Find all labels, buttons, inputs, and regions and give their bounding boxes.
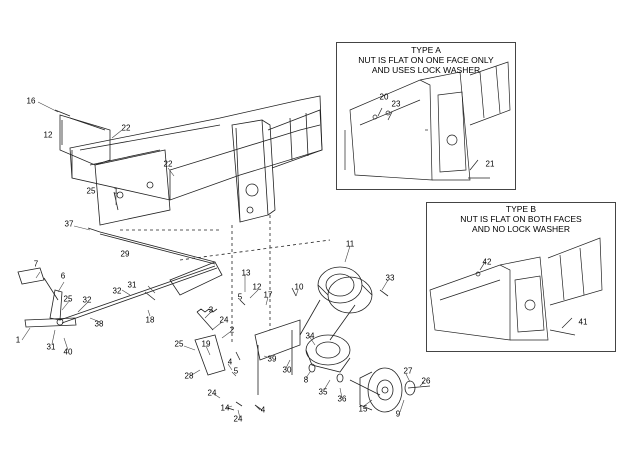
type-a-title: TYPE A (411, 45, 441, 55)
callout-label: 31 (46, 342, 56, 352)
callout-label: 23 (391, 99, 401, 109)
callout-label: 24 (207, 388, 217, 398)
callout-label: 30 (282, 365, 292, 375)
callout-label: 34 (305, 331, 315, 341)
callout-label: 21 (485, 159, 495, 169)
type-b-drawing (429, 237, 603, 341)
callout-label: 17 (263, 290, 273, 300)
type-a-line2: AND USES LOCK WASHER (371, 65, 481, 75)
callout-label: 27 (403, 366, 413, 376)
callout-label: 5 (237, 292, 243, 302)
callout-label: 2 (229, 325, 235, 335)
callout-label: 20 (379, 92, 389, 102)
callout-label: 22 (121, 123, 131, 133)
callout-label: 41 (578, 317, 588, 327)
type-b-title: TYPE B (505, 204, 537, 214)
callout-label: 15 (358, 404, 368, 414)
callout-label: 28 (184, 371, 194, 381)
callout-label: 8 (303, 375, 309, 385)
callout-label: 14 (220, 403, 230, 413)
callout-label: 10 (294, 282, 304, 292)
callout-label: 6 (60, 271, 66, 281)
type-b-panel: TYPE B NUT IS FLAT ON BOTH FACES AND NO … (426, 202, 616, 352)
linkage (17, 231, 301, 395)
hardware (54, 109, 389, 411)
callout-label: 26 (421, 376, 431, 386)
callout-label: 39 (267, 354, 277, 364)
callout-label: 18 (145, 315, 155, 325)
callout-label: 42 (482, 257, 492, 267)
callout-label: 24 (233, 414, 243, 424)
type-a-line1: NUT IS FLAT ON ONE FACE ONLY (358, 55, 494, 65)
callout-label: 3 (208, 305, 214, 315)
callout-label: 7 (33, 259, 39, 269)
callout-label: 19 (201, 339, 211, 349)
callout-label: 1 (15, 335, 21, 345)
type-a-drawing (344, 61, 511, 181)
callout-label: 25 (63, 294, 73, 304)
callout-label: 24 (219, 315, 229, 325)
callout-label: 1 (113, 186, 119, 196)
callout-label: 38 (94, 319, 104, 329)
callout-label: 16 (26, 96, 36, 106)
callout-label: 4 (227, 357, 233, 367)
callout-label: 31 (127, 280, 137, 290)
callout-label: 35 (318, 387, 328, 397)
callout-label: 13 (241, 268, 251, 278)
type-b-line2: AND NO LOCK WASHER (472, 224, 570, 234)
main-frame (59, 95, 331, 345)
callout-label: 12 (43, 130, 53, 140)
callout-label: 37 (64, 219, 74, 229)
callout-label: 32 (112, 286, 122, 296)
callout-label: 25 (174, 339, 184, 349)
callout-label: 22 (163, 159, 173, 169)
pulley-assembly (299, 266, 431, 413)
callout-label: 11 (345, 239, 355, 249)
type-b-line1: NUT IS FLAT ON BOTH FACES (460, 214, 582, 224)
callout-label: 12 (252, 282, 262, 292)
callout-label: 29 (120, 249, 130, 259)
leader-lines (21, 101, 425, 419)
type-a-panel: TYPE A NUT IS FLAT ON ONE FACE ONLY AND … (336, 42, 516, 190)
callout-label: 36 (337, 394, 347, 404)
callout-label: 33 (385, 273, 395, 283)
callout-label: 32 (82, 295, 92, 305)
callout-label: 9 (395, 409, 401, 419)
callout-label: 4 (260, 405, 266, 415)
callout-label: 25 (86, 186, 96, 196)
callout-label: 5 (233, 366, 239, 376)
callout-label: 40 (63, 347, 73, 357)
